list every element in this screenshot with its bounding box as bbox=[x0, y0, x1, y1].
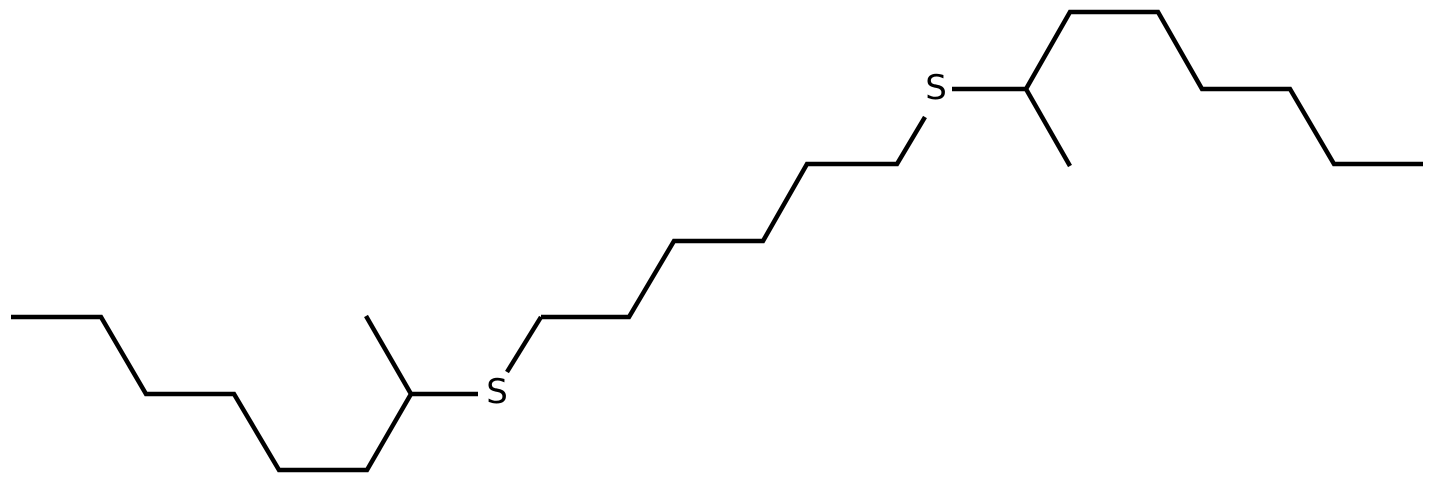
sulfur-atom-label-1: S bbox=[486, 372, 508, 412]
central-chain-bonds bbox=[541, 115, 927, 320]
right-alkyl-chain-bonds bbox=[1024, 9, 1423, 167]
left-methyl-branch-bond bbox=[364, 314, 413, 396]
right-methyl-branch-bond bbox=[1024, 87, 1072, 168]
sulfur-atom-label-2: S bbox=[925, 68, 947, 108]
sulfur1-chain-bond bbox=[505, 315, 543, 374]
left-alkyl-chain-bonds bbox=[11, 314, 413, 473]
